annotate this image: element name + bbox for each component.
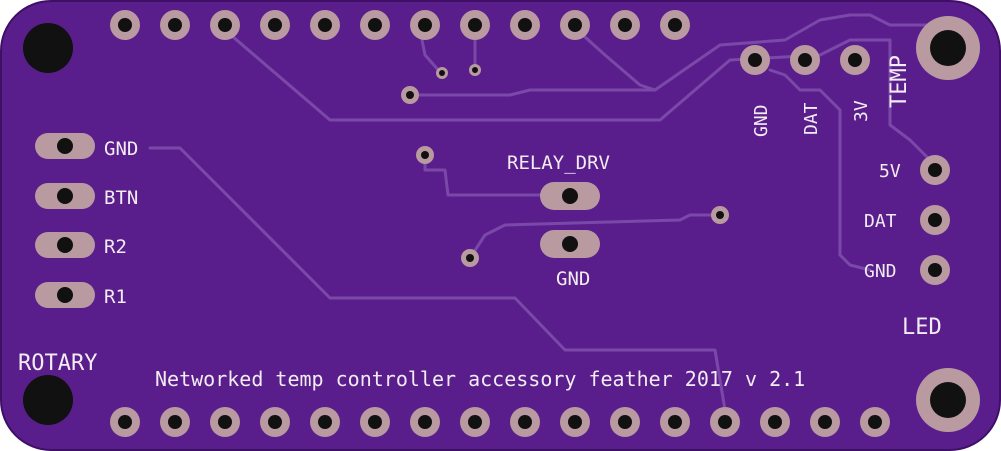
trace-relay-drv [423,153,572,197]
top-header-pin-pad-hole [418,18,432,32]
via-hole [716,211,724,219]
bottom-header-pin-pad-hole [768,415,782,429]
led-pad-dat-hole [928,213,942,227]
mounting-hole-bottom-left [23,375,73,425]
bottom-header-pin-pad-hole [318,415,332,429]
bottom-header-pin-pad-hole [218,415,232,429]
bottom-header-pin-pad-hole [568,415,582,429]
top-header-pin-pad-hole [218,18,232,32]
temp-pin-label-dat: DAT [801,102,822,135]
bottom-header-pin-pad-hole [368,415,382,429]
vias [401,64,729,267]
led-pin-label-dat: DAT [864,211,897,232]
top-header-pin-pad-hole [118,18,132,32]
via-hole [466,254,474,262]
top-header-pin-pad-hole [668,18,682,32]
via-hole [439,70,445,76]
bottom-header-pin-pad-hole [618,415,632,429]
bottom-header-pin-pad-hole [668,415,682,429]
bottom-header-pin-pad-hole [718,415,732,429]
led-connector-pads [920,155,950,285]
bottom-header-pin-pad-hole [418,415,432,429]
top-header-pin-pad-hole [368,18,382,32]
bottom-header-pin-pad-hole [518,415,532,429]
top-header-pins [110,10,690,40]
temp-label: TEMP [887,55,912,108]
top-header-pin-pad-hole [268,18,282,32]
rotary-pin-label-gnd: GND [104,138,138,160]
mounting-hole-bottom-right-center [930,382,966,418]
top-header-pin-pad-hole [618,18,632,32]
led-pin-label-gnd: GND [864,261,897,282]
via-hole [472,67,478,73]
via-hole [421,151,429,159]
bottom-header-pin-pad-hole [868,415,882,429]
top-header-pin-pad-hole [568,18,582,32]
relay-connector-pads [540,182,600,258]
rotary-pad-r2-hole [57,237,73,253]
rotary-pin-label-r1: R1 [104,286,127,308]
rotary-label: ROTARY [18,351,97,376]
rotary-pad-btn-hole [57,188,73,204]
mounting-hole-top-left [23,23,73,73]
trace-relay-gnd [468,213,722,260]
relay-gnd-label: GND [556,268,590,290]
relay-pad-gnd-hole [562,236,578,252]
temp-pad-3v-hole [848,53,862,67]
relay-drv-label: RELAY_DRV [507,152,610,174]
rotary-pad-r1-hole [57,287,73,303]
via-hole [406,91,414,99]
bottom-header-pins [110,407,890,437]
bottom-header-pin-pad-hole [168,415,182,429]
mounting-holes [23,16,980,432]
bottom-header-pin-pad-hole [818,415,832,429]
silkscreen-labels: ROTARY GND BTN R2 R1 RELAY_DRV GND TEMP … [18,55,942,391]
mounting-hole-top-right-center [930,30,966,66]
led-label: LED [902,315,942,340]
trace-gnd-led [768,68,872,272]
temp-pad-gnd-hole [748,53,762,67]
rotary-connector-pads [35,133,95,308]
top-header-pin-pad-hole [168,18,182,32]
temp-pin-label-gnd: GND [751,104,772,137]
trace-top-route-b [408,13,942,97]
led-pin-label-5v: 5V [879,161,901,182]
top-header-pin-pad-hole [318,18,332,32]
top-header-pin-pad-hole [468,18,482,32]
bottom-header-pin-pad-hole [268,415,282,429]
trace-gnd-diagonal [148,146,727,412]
temp-pin-label-3v: 3V [851,100,872,122]
trace-top-route-a [223,28,937,167]
temp-sensor-pads [740,45,870,75]
led-pad-5v-hole [928,163,942,177]
rotary-pad-gnd-hole [57,138,73,154]
bottom-header-pin-pad-hole [468,415,482,429]
trace-via-a [573,26,657,92]
rotary-pin-label-r2: R2 [104,236,127,258]
bottom-header-pin-pad-hole [118,415,132,429]
rotary-pin-label-btn: BTN [104,187,138,209]
board-title: Networked temp controller accessory feat… [155,367,805,391]
temp-pad-dat-hole [798,53,812,67]
relay-pad-drv-hole [562,188,578,204]
led-pad-gnd-hole [928,263,942,277]
top-header-pin-pad-hole [518,18,532,32]
